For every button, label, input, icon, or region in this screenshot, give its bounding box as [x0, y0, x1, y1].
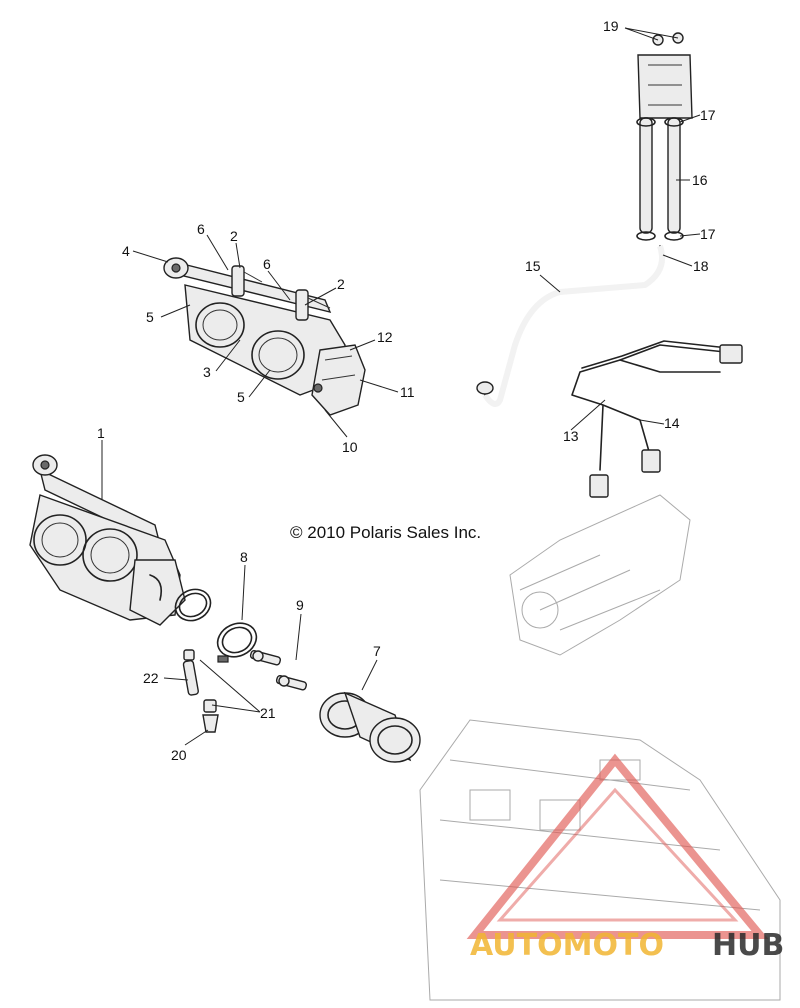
callout-2b: 2 — [337, 276, 345, 292]
watermark-text-b: HUB — [712, 928, 784, 963]
callout-18: 18 — [693, 258, 709, 274]
callout-15: 15 — [525, 258, 541, 274]
callout-9: 9 — [296, 597, 304, 613]
callout-17a: 17 — [700, 107, 716, 123]
callout-3: 3 — [203, 364, 211, 380]
callout-21: 21 — [260, 705, 276, 721]
callout-11: 11 — [400, 384, 415, 400]
throttle-body-upper — [163, 257, 366, 416]
callout-10: 10 — [342, 439, 358, 455]
callout-16: 16 — [692, 172, 708, 188]
copyright-text: © 2010 Polaris Sales Inc. — [290, 523, 481, 542]
leader-lines — [101, 27, 701, 746]
callout-12: 12 — [377, 329, 393, 345]
callout-17b: 17 — [700, 226, 716, 242]
callout-2a: 2 — [230, 228, 238, 244]
fuel-system-hoses — [476, 32, 693, 407]
hose-clamps — [174, 588, 258, 663]
callout-13: 13 — [563, 428, 579, 444]
callout-8: 8 — [240, 549, 248, 565]
watermark-text-a: AUTOMOTO — [470, 928, 664, 963]
callout-6b: 6 — [263, 256, 271, 272]
callout-7: 7 — [373, 643, 381, 659]
throttle-body-lower — [29, 454, 186, 626]
engine-top-view — [509, 494, 691, 656]
callout-19: 19 — [603, 18, 619, 34]
watermark-logo: AUTOMOTO HUB — [466, 753, 784, 963]
callout-labels: 4 6 2 6 2 5 3 5 12 11 10 1 8 9 7 22 21 2… — [97, 18, 716, 763]
callout-5b: 5 — [237, 389, 245, 405]
wiring-harness — [571, 340, 743, 498]
bolts — [249, 649, 308, 691]
vacuum-fittings — [182, 649, 219, 733]
callout-20: 20 — [171, 747, 187, 763]
callout-6a: 6 — [197, 221, 205, 237]
intake-boots — [319, 691, 421, 763]
callout-5a: 5 — [146, 309, 154, 325]
callout-1: 1 — [97, 425, 105, 441]
callout-14: 14 — [664, 415, 680, 431]
callout-4: 4 — [122, 243, 130, 259]
callout-22: 22 — [143, 670, 159, 686]
